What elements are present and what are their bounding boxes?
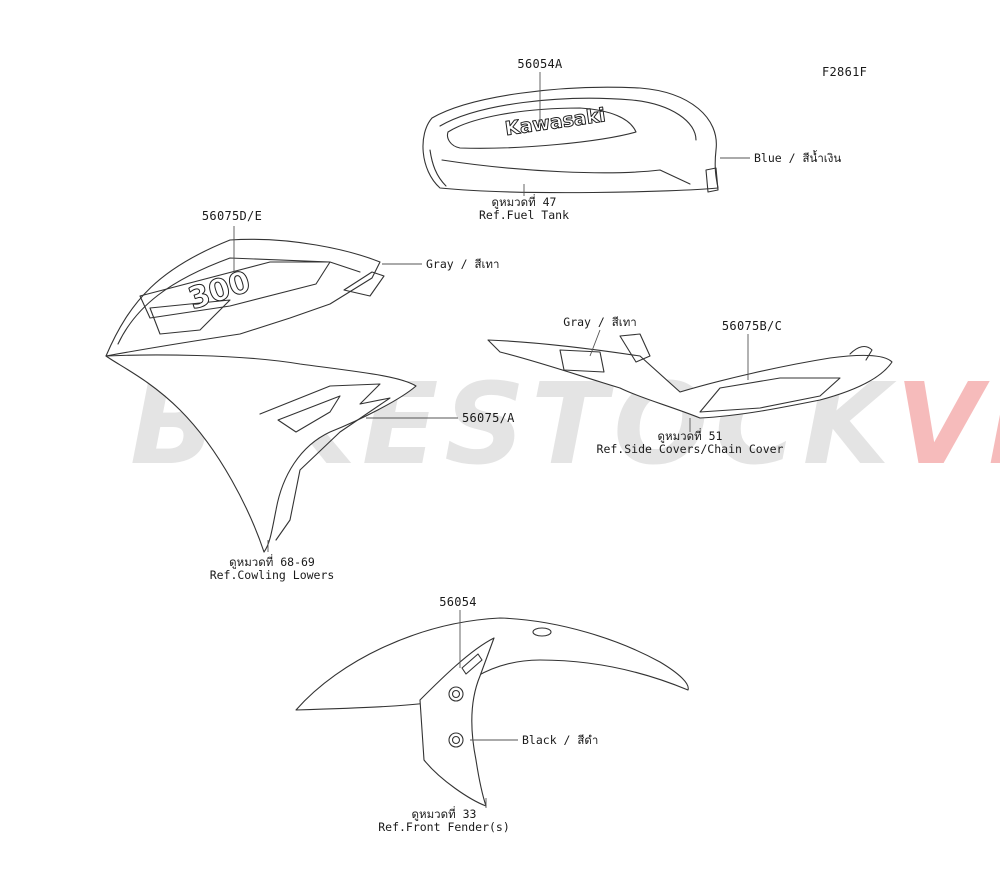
- cowling-inner-part-number: 56075/A: [462, 411, 515, 425]
- cowling-part-number: 56075D/E: [201, 209, 263, 223]
- cowling-color-note: Gray / สีเทา: [426, 257, 500, 271]
- cowling-ref-text: Ref.Cowling Lowers: [209, 568, 335, 582]
- fender-ref-text: Ref.Front Fender(s): [378, 820, 510, 834]
- figure-id: F2861F: [822, 65, 868, 79]
- fender-color-note: Black / สีดำ: [522, 733, 599, 747]
- cowling-drawing: 300: [105, 238, 417, 553]
- tank-ref-text: Ref.Fuel Tank: [478, 208, 570, 222]
- side-cover-part-number: 56075B/C: [721, 319, 783, 333]
- side-cover-color-note: Gray / สีเทา: [563, 315, 637, 329]
- fender-reference: ดูหมวดที่ 33 Ref.Front Fender(s): [378, 808, 510, 834]
- tank-color-note: Blue / สีน้ำเงิน: [754, 151, 842, 165]
- side-cover-ref-text: Ref.Side Covers/Chain Cover: [596, 442, 784, 456]
- tank-ref-thai: ดูหมวดที่ 47: [491, 195, 557, 209]
- cowling-reference: ดูหมวดที่ 68-69 Ref.Cowling Lowers: [210, 556, 335, 582]
- front-fender-drawing: [295, 617, 689, 807]
- cowling-ref-thai: ดูหมวดที่ 68-69: [229, 555, 315, 569]
- fuel-tank-drawing: Kawasaki: [422, 86, 719, 194]
- leader-lines: [233, 72, 750, 808]
- side-cover-ref-thai: ดูหมวดที่ 51: [657, 429, 723, 443]
- tank-part-number: 56054A: [517, 57, 563, 71]
- side-cover-drawing: [487, 333, 893, 419]
- fender-ref-thai: ดูหมวดที่ 33: [411, 807, 477, 821]
- tank-reference: ดูหมวดที่ 47 Ref.Fuel Tank: [479, 196, 569, 222]
- fender-part-number: 56054: [439, 595, 477, 609]
- side-cover-reference: ดูหมวดที่ 51 Ref.Side Covers/Chain Cover: [597, 430, 784, 456]
